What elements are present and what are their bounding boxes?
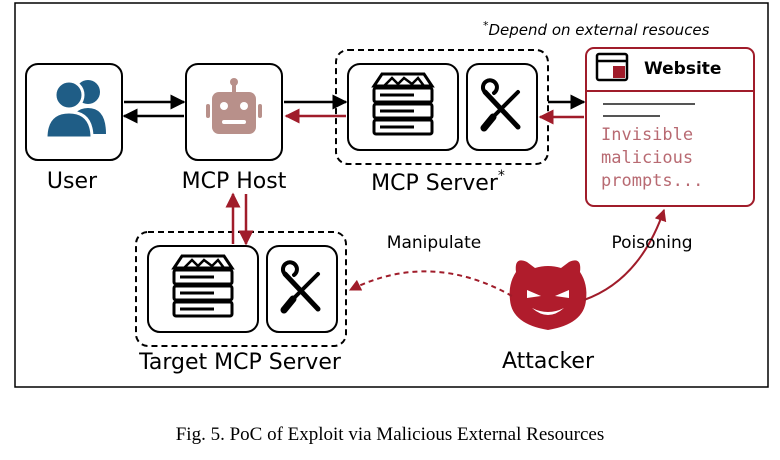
poisoning-arrow: [583, 208, 667, 301]
user-icon: [44, 79, 106, 140]
mcp-server-label: MCP Server*: [371, 168, 505, 196]
website-line-3: prompts...: [601, 171, 703, 191]
browser-window-icon: [595, 52, 629, 82]
server-icon: [371, 72, 435, 136]
devil-icon: [509, 260, 587, 330]
tools-icon: [280, 260, 321, 314]
mcp-host-label: MCP Host: [182, 169, 287, 194]
server-icon: [171, 254, 235, 318]
external-resources-note: *Depend on external resouces: [483, 19, 710, 39]
figure-frame: [14, 2, 769, 388]
target-server-label: Target MCP Server: [138, 350, 342, 375]
poisoning-label: Poisoning: [611, 233, 692, 253]
manipulate-arrow: [348, 270, 513, 297]
user-label: User: [47, 169, 98, 194]
website-line-2: malicious: [601, 148, 693, 168]
website-line-1: Invisible: [601, 125, 693, 145]
robot-icon: [206, 78, 262, 134]
website-box: [585, 47, 755, 207]
figure-caption: Fig. 5. PoC of Exploit via Malicious Ext…: [175, 424, 605, 445]
target-server-box: [147, 245, 259, 333]
mcp-server-group: [335, 49, 549, 165]
manipulate-label: Manipulate: [387, 233, 481, 253]
mcp-server-box: [347, 63, 459, 151]
website-title: Website: [644, 59, 721, 79]
attacker-label: Attacker: [502, 349, 595, 374]
tools-icon: [480, 78, 521, 132]
diagram: *Depend on external resouces User MCP Ho…: [14, 2, 769, 388]
